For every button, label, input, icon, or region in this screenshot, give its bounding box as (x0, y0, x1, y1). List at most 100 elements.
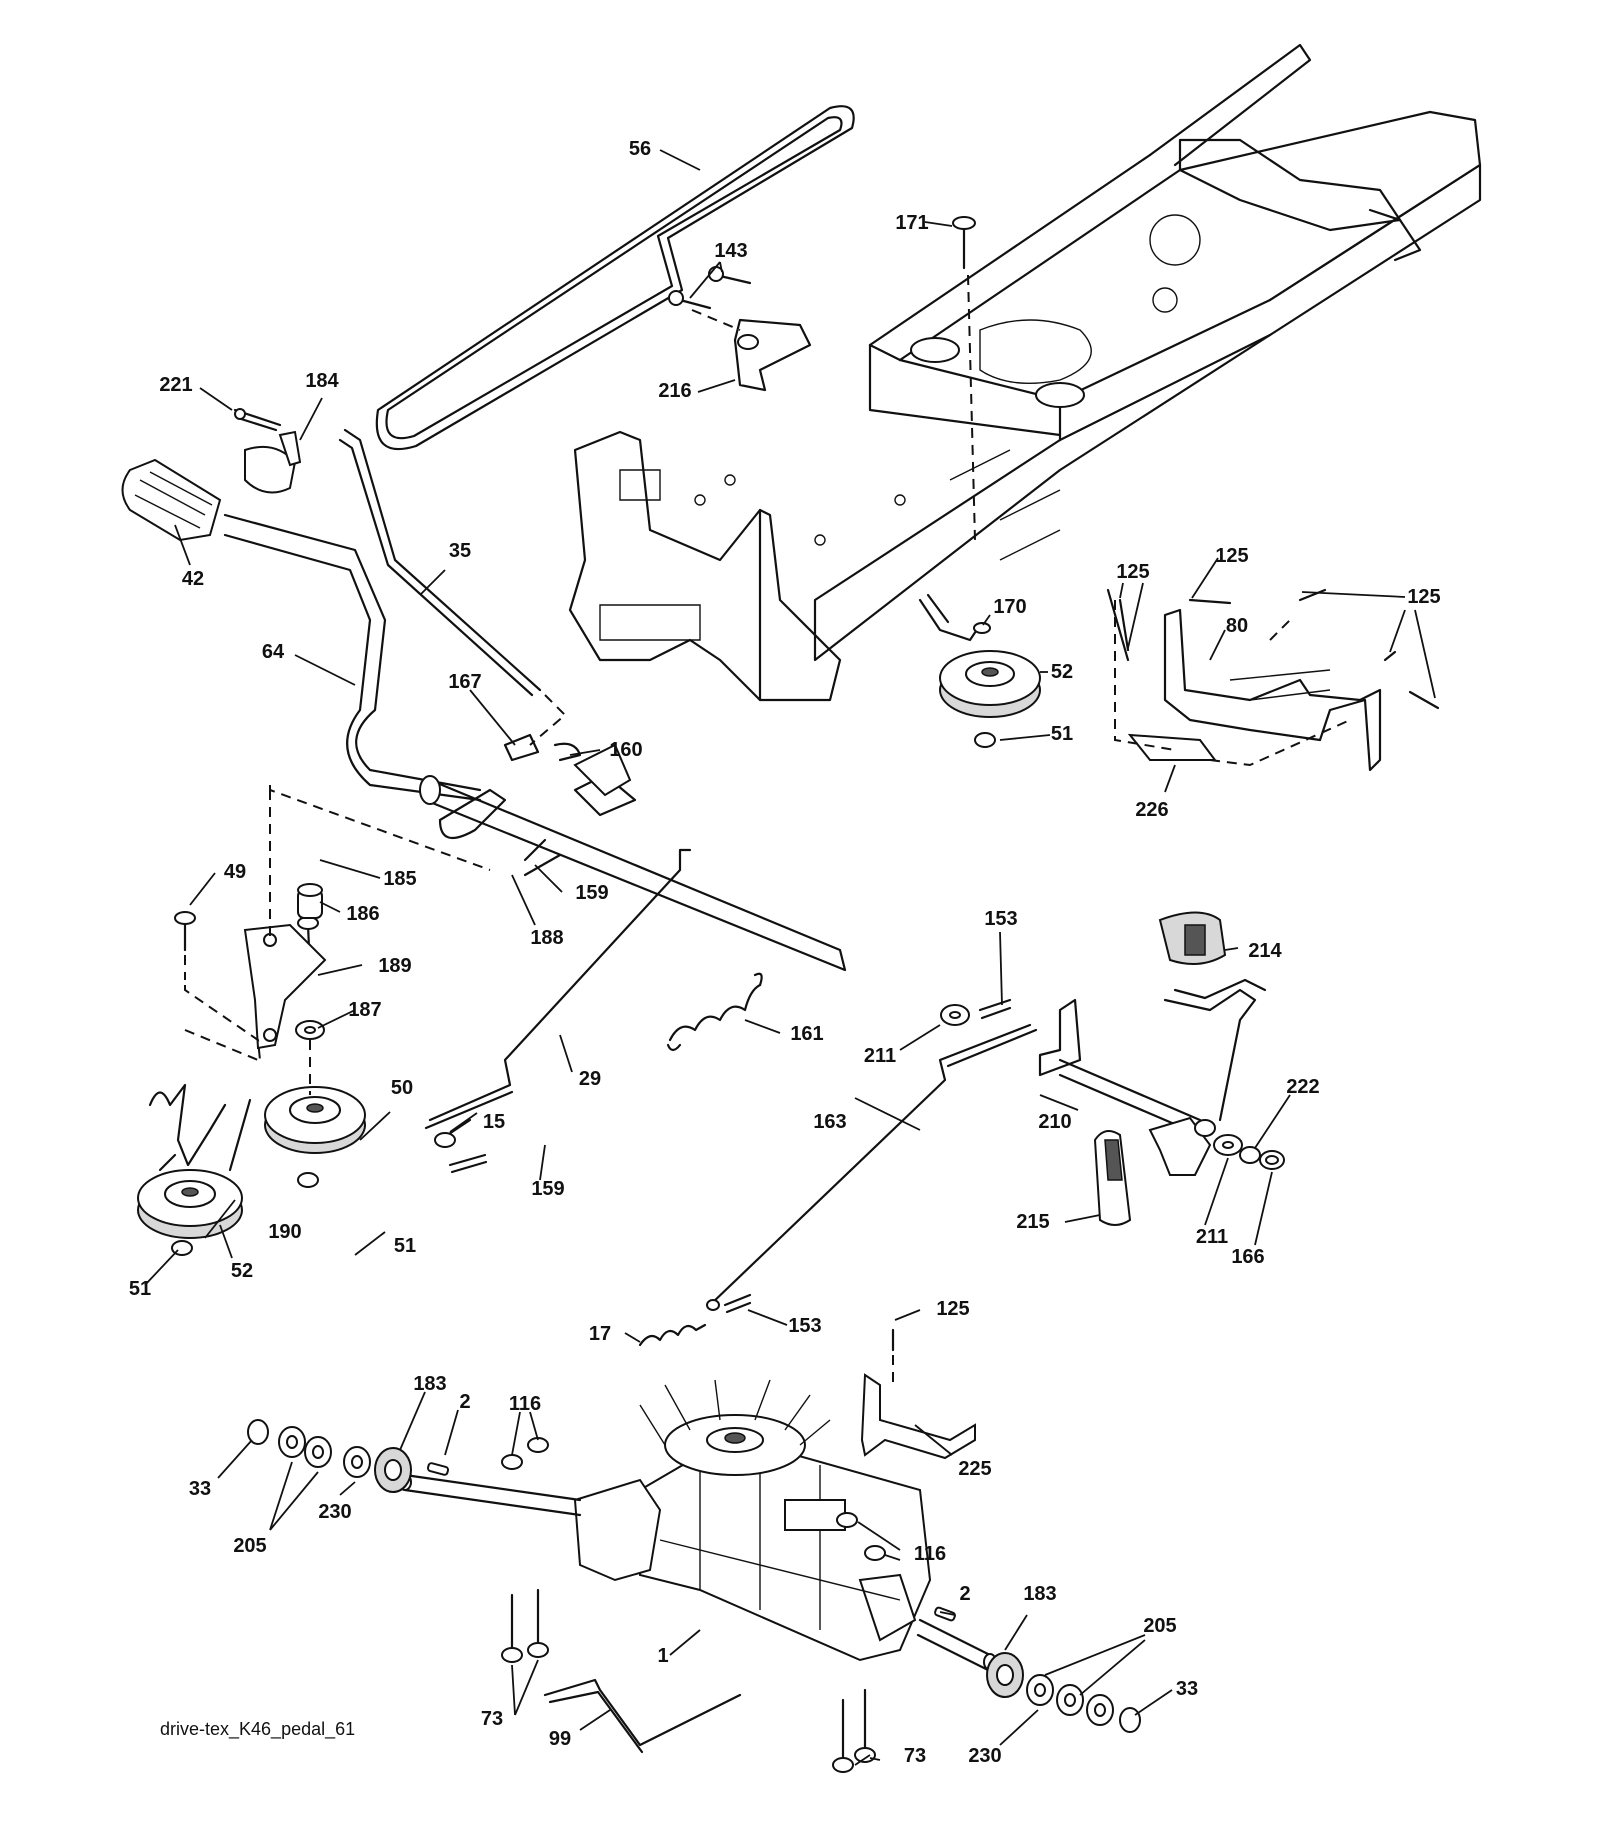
callout-214: 214 (1248, 940, 1282, 962)
callout-labels: 56 171 143 216 221 184 42 35 64 167 160 … (129, 138, 1441, 1767)
callout-29: 29 (579, 1068, 601, 1090)
diagram-caption: drive-tex_K46_pedal_61 (160, 1719, 355, 1740)
extension-spring-161 (666, 972, 763, 1052)
callout-211-top: 211 (864, 1045, 896, 1067)
frame-chassis (568, 43, 1482, 702)
callout-166: 166 (1231, 1246, 1264, 1268)
pedal-pad-214 (1158, 911, 1227, 965)
callout-210: 210 (1038, 1111, 1071, 1133)
callout-205-left: 205 (233, 1535, 266, 1557)
callout-50: 50 (391, 1077, 413, 1099)
callout-167: 167 (448, 671, 481, 693)
axle-hardware-right (934, 1606, 1141, 1733)
callout-143: 143 (714, 240, 747, 262)
callout-116-left: 116 (509, 1393, 541, 1415)
bracket-dashes (1114, 600, 1351, 767)
callout-35: 35 (449, 540, 471, 562)
callout-17: 17 (589, 1323, 611, 1345)
spring-17 (638, 1323, 707, 1347)
callout-183-right: 183 (1023, 1583, 1056, 1605)
callout-51-center: 51 (394, 1235, 416, 1257)
callout-125-bottom: 125 (936, 1298, 969, 1320)
callout-159-bottom: 159 (531, 1178, 564, 1200)
idler-pulley-52-right (939, 650, 1041, 718)
control-rod-35 (338, 428, 567, 746)
callout-49: 49 (224, 861, 246, 883)
callout-125-a: 125 (1116, 561, 1149, 583)
callout-222: 222 (1286, 1076, 1319, 1098)
idler-pulley-50 (264, 1086, 366, 1154)
shift-lever-assembly (121, 458, 847, 972)
callout-190: 190 (268, 1221, 301, 1243)
callout-159-top: 159 (575, 882, 608, 904)
leader-lines (144, 149, 1436, 1766)
nuts-116 (501, 1437, 886, 1561)
callout-73-right: 73 (904, 1745, 926, 1767)
axle-hardware-left (247, 1419, 450, 1493)
callout-163: 163 (813, 1111, 846, 1133)
callout-183-left: 183 (413, 1373, 446, 1395)
callout-205-right: 205 (1143, 1615, 1176, 1637)
callout-184: 184 (305, 370, 339, 392)
cotter-pins-153 (723, 998, 1012, 1314)
washer-187 (295, 1020, 325, 1040)
control-rod-29 (424, 848, 692, 1130)
nut-51-center (297, 1172, 319, 1188)
callout-51-left: 51 (129, 1278, 151, 1300)
callout-186: 186 (346, 903, 379, 925)
drive-belt (375, 105, 855, 451)
pedal-shaft-210 (1038, 998, 1216, 1176)
link-parts (434, 733, 582, 1174)
callout-73-left: 73 (481, 1708, 503, 1730)
callout-226: 226 (1135, 799, 1168, 821)
callout-161: 161 (790, 1023, 823, 1045)
callout-33-left: 33 (189, 1478, 211, 1500)
pedal-arm (1163, 978, 1267, 1122)
callout-52-right: 52 (1051, 661, 1073, 683)
callout-125-b: 125 (1215, 545, 1248, 567)
spacer-186 (297, 883, 323, 919)
pedal-cover-215 (1093, 1130, 1132, 1226)
callout-64: 64 (262, 641, 285, 663)
callout-160: 160 (609, 739, 642, 761)
callout-187: 187 (348, 999, 381, 1021)
left-group-dashes (184, 785, 491, 1095)
callout-2-right: 2 (959, 1583, 970, 1605)
callout-51-right: 51 (1051, 723, 1073, 745)
callout-33-right: 33 (1176, 1678, 1198, 1700)
spring-clip-221 (233, 408, 282, 432)
springs-190 (148, 1083, 252, 1172)
callout-171: 171 (895, 212, 928, 234)
pedal-bracket (1163, 608, 1382, 772)
callout-116-right: 116 (914, 1543, 946, 1565)
heat-shield-225 (860, 1355, 976, 1460)
callout-153-bottom: 153 (788, 1315, 821, 1337)
idler-arm-189 (243, 923, 327, 1050)
lever-cap-184 (244, 430, 302, 494)
callout-56: 56 (629, 138, 651, 160)
callout-15: 15 (483, 1111, 505, 1133)
callout-216: 216 (658, 380, 691, 402)
callout-230-left: 230 (318, 1501, 351, 1523)
callout-99: 99 (549, 1728, 571, 1750)
callout-221: 221 (159, 374, 192, 396)
callout-188: 188 (530, 927, 563, 949)
callout-125-c: 125 (1407, 586, 1440, 608)
linkage-rod-99 (543, 1678, 742, 1754)
callout-230-right: 230 (968, 1745, 1001, 1767)
callout-185: 185 (383, 868, 416, 890)
washers-211 (940, 1004, 1243, 1156)
mounting-plate-226 (1127, 733, 1217, 761)
callout-225: 225 (958, 1458, 991, 1480)
mounting-bolts-143 (668, 266, 812, 392)
bolts (174, 216, 1440, 1352)
callout-80: 80 (1226, 615, 1248, 637)
control-rod-163 (706, 1023, 1038, 1311)
callout-1: 1 (657, 1645, 668, 1667)
callout-211-bottom: 211 (1196, 1226, 1228, 1248)
washer-166 (1259, 1150, 1285, 1170)
idler-pulley-52-left (137, 1169, 243, 1239)
washer-222 (1239, 1146, 1261, 1164)
callout-42: 42 (182, 568, 204, 590)
